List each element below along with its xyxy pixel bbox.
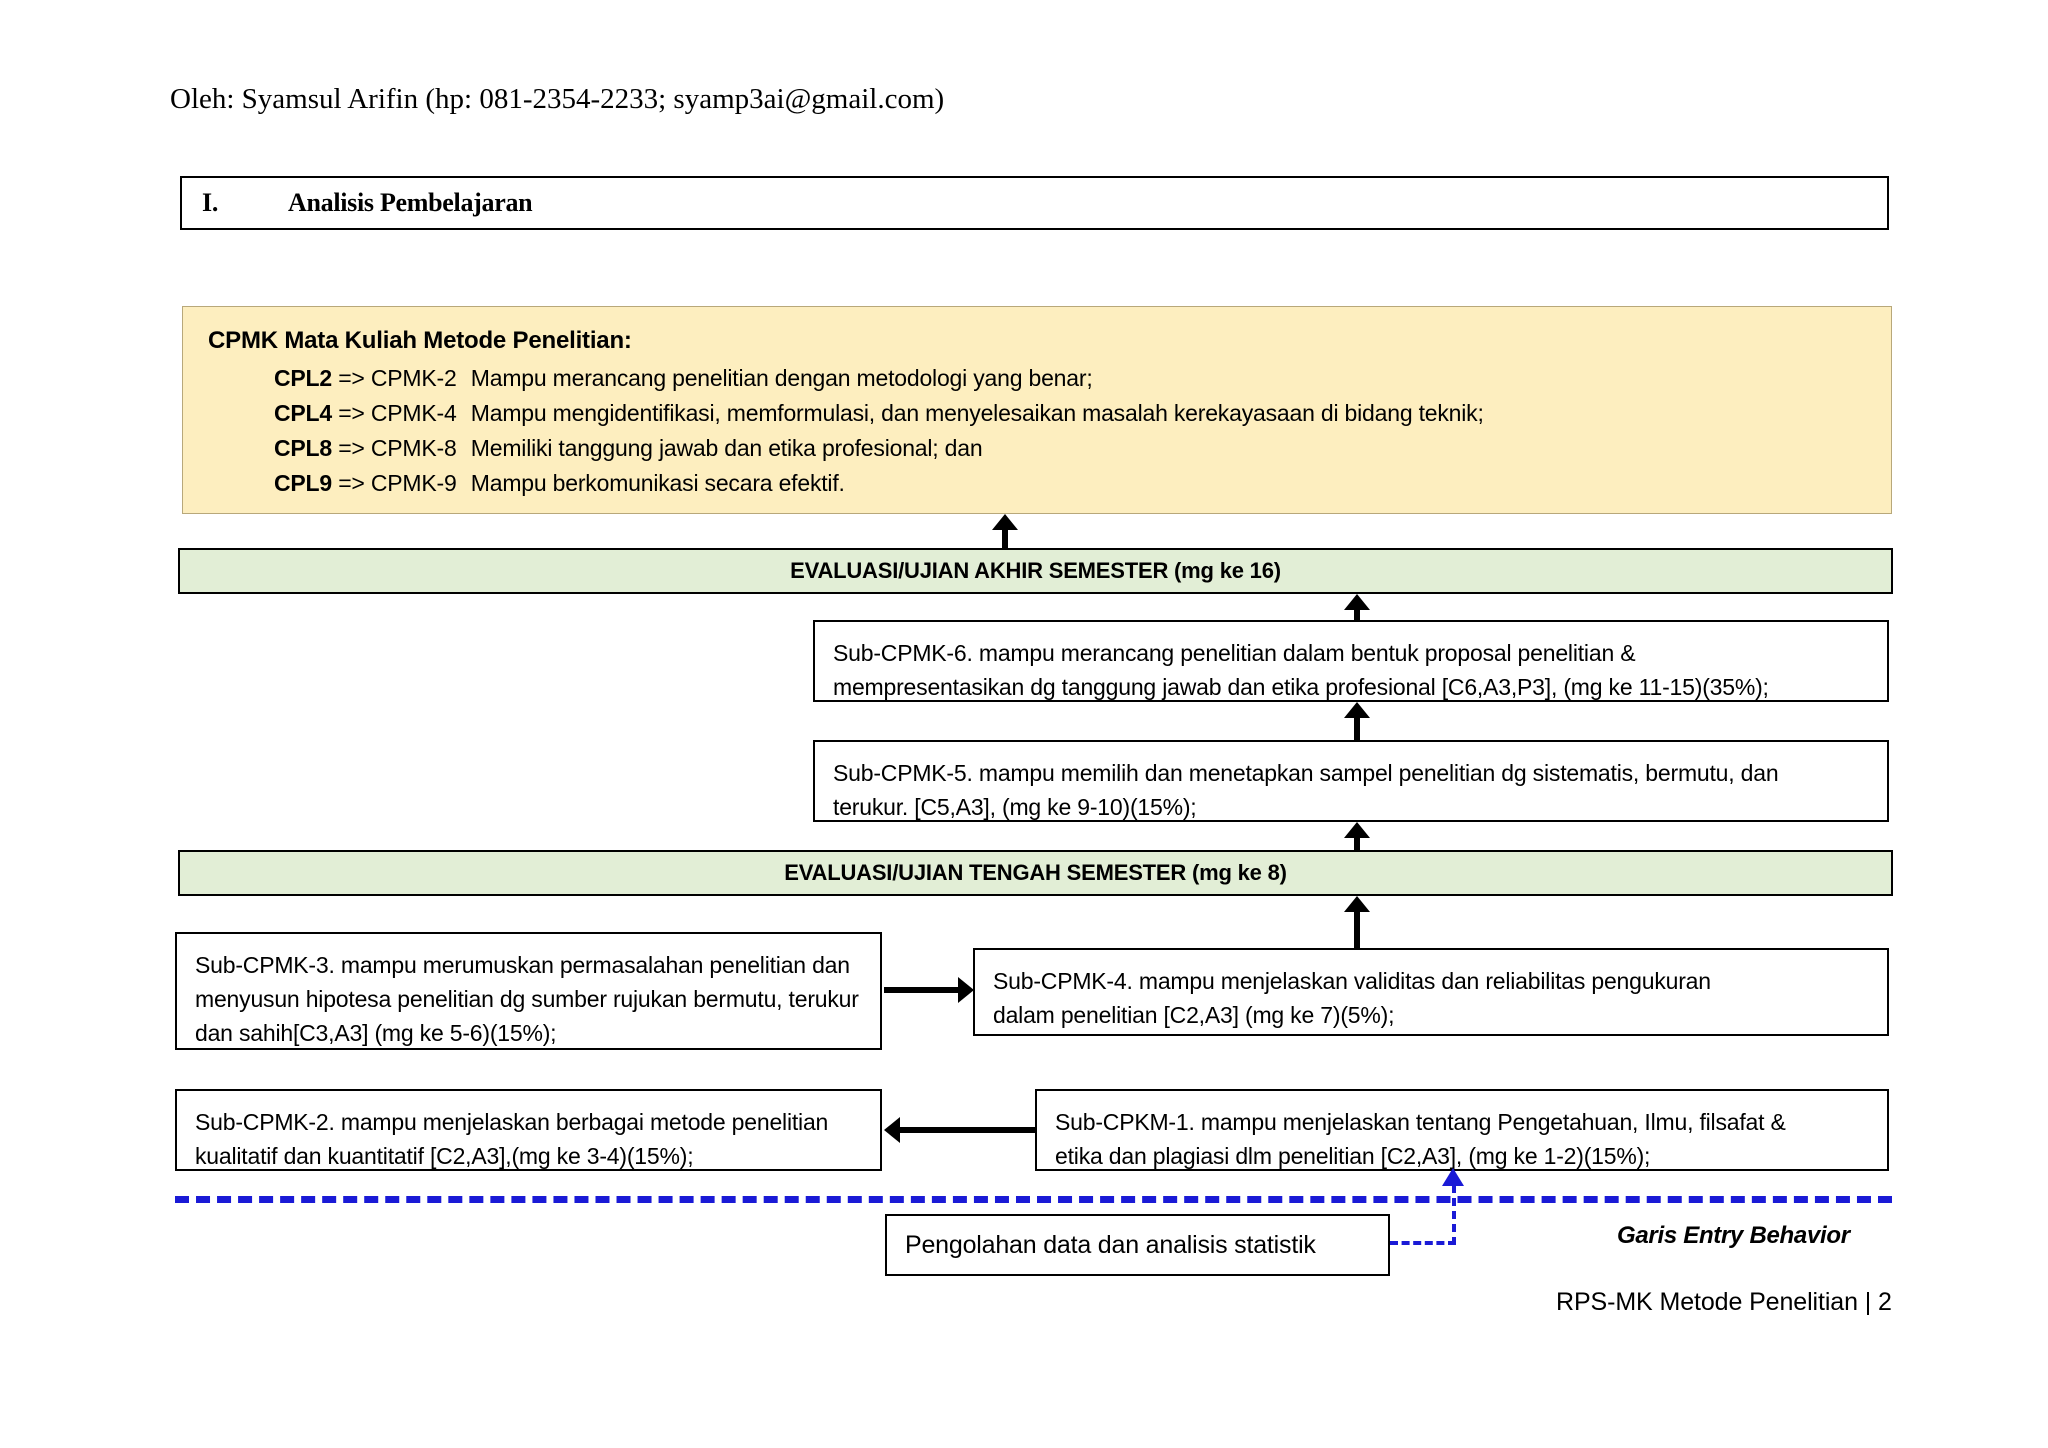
sub-cpmk-3-line1: Sub-CPMK-3. mampu merumuskan permasalaha…: [195, 952, 850, 978]
cpmk-row: CPL4 => CPMK-4 Mampu mengidentifikasi, m…: [274, 400, 1484, 427]
entry-connector-vertical: [1452, 1185, 1456, 1245]
sub-cpkm-1-box: Sub-CPKM-1. mampu menjelaskan tentang Pe…: [1035, 1089, 1889, 1171]
cpmk-code: CPMK-9: [370, 470, 457, 496]
sub-cpmk-3-line2: menyusun hipotesa penelitian dg sumber r…: [195, 986, 859, 1012]
page-footer: RPS-MK Metode Penelitian | 2: [1556, 1288, 1892, 1316]
cpmk-code: CPMK-8: [370, 435, 457, 461]
cpmk-panel-title: CPMK Mata Kuliah Metode Penelitian:: [208, 327, 632, 354]
sub-cpmk-5-line1: Sub-CPMK-5. mampu memilih dan menetapkan…: [833, 760, 1779, 786]
arrow-uts-to-subcpmk5-icon: [1344, 822, 1370, 852]
cpmk-row: CPL2 => CPMK-2 Mampu merancang penelitia…: [274, 365, 1093, 392]
arrow-subcpmk5-to-subcpmk6-icon: [1344, 702, 1370, 742]
cpl-code: CPL9: [274, 470, 332, 496]
cpmk-code: CPMK-2: [370, 365, 457, 391]
sub-cpmk-4-line1: Sub-CPMK-4. mampu menjelaskan validitas …: [993, 968, 1711, 994]
entry-behavior-label: Garis Entry Behavior: [1617, 1222, 1850, 1249]
section-header-box: [180, 176, 1889, 230]
sub-cpmk-6-line1: Sub-CPMK-6. mampu merancang penelitian d…: [833, 640, 1636, 666]
sub-cpmk-6-box: Sub-CPMK-6. mampu merancang penelitian d…: [813, 620, 1889, 702]
sub-cpmk-4-line2: dalam penelitian [C2,A3] (mg ke 7)(5%);: [993, 1002, 1395, 1028]
cpmk-text: Mampu berkomunikasi secara efektif.: [470, 470, 845, 496]
arrow-subcpmk4-to-uts-icon: [1344, 896, 1370, 950]
arrow-subcpmk6-to-uas-icon: [1344, 594, 1370, 622]
cpmk-text: Mampu mengidentifikasi, memformulasi, da…: [470, 400, 1484, 426]
sub-cpmk-5-line2: terukur. [C5,A3], (mg ke 9-10)(15%);: [833, 794, 1197, 820]
evaluasi-akhir-semester-label: EVALUASI/UJIAN AKHIR SEMESTER (mg ke 16): [790, 558, 1281, 583]
sub-cpmk-3-box: Sub-CPMK-3. mampu merumuskan permasalaha…: [175, 932, 882, 1050]
entry-connector-horizontal: [1390, 1241, 1456, 1245]
arrow-subcpmk3-to-subcpmk4-icon: [884, 977, 974, 1003]
sub-cpmk-5-box: Sub-CPMK-5. mampu memilih dan menetapkan…: [813, 740, 1889, 822]
sub-cpkm-1-line1: Sub-CPKM-1. mampu menjelaskan tentang Pe…: [1055, 1109, 1786, 1135]
cpl-code: CPL4: [274, 400, 332, 426]
sub-cpkm-1-line2: etika dan plagiasi dlm penelitian [C2,A3…: [1055, 1143, 1651, 1169]
cpmk-row: CPL8 => CPMK-8 Memiliki tanggung jawab d…: [274, 435, 983, 462]
sub-cpmk-2-line1: Sub-CPMK-2. mampu menjelaskan berbagai m…: [195, 1109, 829, 1135]
prerequisite-label: Pengolahan data dan analisis statistik: [905, 1230, 1316, 1259]
section-title: Analisis Pembelajaran: [288, 188, 533, 217]
sub-cpmk-2-box: Sub-CPMK-2. mampu menjelaskan berbagai m…: [175, 1089, 882, 1171]
prerequisite-box: Pengolahan data dan analisis statistik: [885, 1214, 1390, 1276]
evaluasi-akhir-semester-bar: EVALUASI/UJIAN AKHIR SEMESTER (mg ke 16): [178, 548, 1893, 594]
evaluasi-tengah-semester-label: EVALUASI/UJIAN TENGAH SEMESTER (mg ke 8): [784, 860, 1287, 885]
cpmk-text: Mampu merancang penelitian dengan metodo…: [470, 365, 1093, 391]
cpmk-code: CPMK-4: [370, 400, 457, 426]
cpl-arrow: =>: [338, 435, 365, 461]
cpl-arrow: =>: [338, 400, 365, 426]
cpmk-row: CPL9 => CPMK-9 Mampu berkomunikasi secar…: [274, 470, 845, 497]
cpl-code: CPL2: [274, 365, 332, 391]
sub-cpmk-4-box: Sub-CPMK-4. mampu menjelaskan validitas …: [973, 948, 1889, 1036]
sub-cpmk-3-line3: dan sahih[C3,A3] (mg ke 5-6)(15%);: [195, 1020, 557, 1046]
evaluasi-tengah-semester-bar: EVALUASI/UJIAN TENGAH SEMESTER (mg ke 8): [178, 850, 1893, 896]
arrow-subcpkm1-to-subcpmk2-icon: [884, 1117, 1036, 1143]
author-byline: Oleh: Syamsul Arifin (hp: 081-2354-2233;…: [170, 83, 945, 115]
arrow-uas-to-cpmk-icon: [992, 514, 1018, 550]
cpl-arrow: =>: [338, 470, 365, 496]
sub-cpmk-6-line2: mempresentasikan dg tanggung jawab dan e…: [833, 674, 1769, 700]
entry-connector-arrowhead-icon: [1442, 1168, 1464, 1186]
cpmk-text: Memiliki tanggung jawab dan etika profes…: [470, 435, 983, 461]
section-number: I.: [202, 188, 219, 217]
cpl-code: CPL8: [274, 435, 332, 461]
sub-cpmk-2-line2: kualitatif dan kuantitatif [C2,A3],(mg k…: [195, 1143, 694, 1169]
cpmk-panel: [182, 306, 1892, 514]
entry-behavior-line: [175, 1196, 1892, 1203]
cpl-arrow: =>: [338, 365, 365, 391]
